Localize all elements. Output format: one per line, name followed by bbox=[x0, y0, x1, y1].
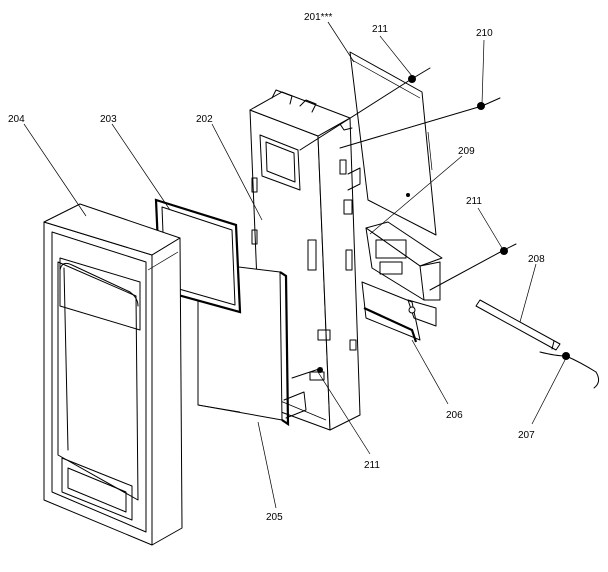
leader-lines bbox=[23, 21, 567, 509]
label-207: 207 bbox=[518, 430, 535, 441]
part-211-screw-top bbox=[299, 67, 431, 151]
part-211-screw-right bbox=[429, 243, 517, 291]
label-202: 202 bbox=[196, 114, 213, 125]
label-211-top: 211 bbox=[372, 24, 388, 35]
part-207-spring-clip bbox=[539, 351, 600, 389]
part-201-circuit-board bbox=[349, 51, 437, 236]
part-211-screw-bottom bbox=[291, 367, 323, 379]
part-210-screw bbox=[339, 97, 501, 149]
label-204: 204 bbox=[8, 114, 25, 125]
part-206-switch-lever bbox=[361, 281, 437, 343]
part-209-bracket bbox=[365, 221, 443, 301]
label-208: 208 bbox=[528, 254, 545, 265]
label-205: 205 bbox=[266, 512, 283, 523]
label-201: 201*** bbox=[304, 12, 332, 23]
label-206: 206 bbox=[446, 410, 463, 421]
label-209: 209 bbox=[458, 146, 475, 157]
callout-labels: 201*** 211 210 204 203 202 209 211 208 2… bbox=[8, 12, 545, 523]
label-210: 210 bbox=[476, 28, 493, 39]
label-211-right: 211 bbox=[466, 196, 482, 207]
label-203: 203 bbox=[100, 114, 117, 125]
part-204-panel-frame bbox=[43, 203, 183, 546]
part-208-shaft bbox=[475, 299, 561, 351]
label-211-bottom: 211 bbox=[364, 460, 380, 471]
